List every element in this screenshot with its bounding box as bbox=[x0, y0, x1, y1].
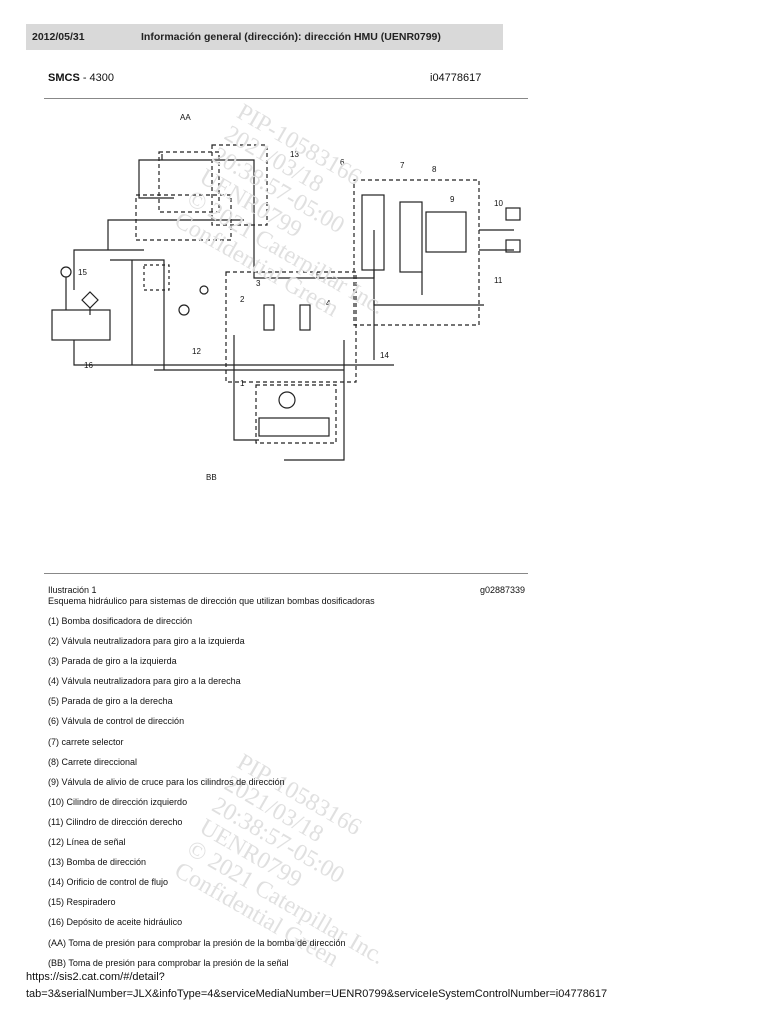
legend-item: (5) Parada de giro a la derecha bbox=[48, 696, 173, 707]
source-url-line1: https://sis2.cat.com/#/detail? bbox=[26, 971, 165, 983]
callout-9: 9 bbox=[450, 195, 455, 204]
callout-14: 14 bbox=[380, 351, 389, 360]
hydraulic-schematic: AA 13 6 7 8 9 10 11 15 16 3 5 2 4 12 14 … bbox=[51, 113, 521, 482]
smcs-value: - 4300 bbox=[79, 72, 115, 84]
pump-group-right bbox=[211, 144, 268, 226]
source-url-line2: tab=3&serialNumber=JLX&infoType=4&servic… bbox=[26, 987, 608, 1000]
legend-item: (15) Respiradero bbox=[48, 897, 116, 908]
callout-13: 13 bbox=[290, 150, 299, 159]
top-divider bbox=[44, 98, 528, 99]
source-url[interactable]: https://sis2.cat.com/#/detail? tab=3&ser… bbox=[26, 969, 726, 1002]
metering-pump-group bbox=[255, 384, 337, 444]
right-cylinder-symbol bbox=[505, 239, 521, 253]
directional-spool bbox=[399, 201, 423, 273]
legend-item: (14) Orificio de control de flujo bbox=[48, 877, 169, 888]
callout-1: 1 bbox=[240, 379, 245, 388]
diagram-callouts: AA 13 6 7 8 9 10 11 15 16 3 5 2 4 12 14 … bbox=[78, 113, 503, 482]
header-bar: 2012/05/31 Información general (direcció… bbox=[26, 24, 503, 50]
legend-item: (AA) Toma de presión para comprobar la p… bbox=[48, 937, 346, 948]
header-title: Información general (dirección): direcci… bbox=[141, 31, 441, 43]
legend-item: (11) Cilindro de dirección derecho bbox=[48, 816, 183, 827]
legend-item: (10) Cilindro de dirección izquierdo bbox=[48, 796, 188, 807]
callout-15: 15 bbox=[78, 268, 87, 277]
figure-label: Ilustración 1 bbox=[48, 585, 97, 595]
metering-pump-valve bbox=[258, 417, 330, 437]
header-date: 2012/05/31 bbox=[32, 31, 85, 43]
selector-spool bbox=[361, 194, 385, 271]
legend-item: (16) Depósito de aceite hidráulico bbox=[48, 917, 183, 928]
legend-item: (3) Parada de giro a la izquierda bbox=[48, 656, 177, 667]
legend-item: (6) Válvula de control de dirección bbox=[48, 716, 185, 727]
callout-3: 3 bbox=[256, 279, 261, 288]
callout-12: 12 bbox=[192, 347, 201, 356]
figure-divider bbox=[44, 573, 528, 574]
legend-item: (9) Válvula de alivio de cruce para los … bbox=[48, 776, 285, 787]
smcs-code: SMCS - 4300 bbox=[48, 72, 114, 84]
legend-item: (13) Bomba de dirección bbox=[48, 857, 147, 868]
legend-item: (BB) Toma de presión para comprobar la p… bbox=[48, 957, 289, 968]
figure-reference: g02887339 bbox=[480, 585, 526, 595]
legend-item: (2) Válvula neutralizadora para giro a l… bbox=[48, 636, 245, 647]
reservoir-symbol bbox=[51, 309, 111, 341]
steering-control-valve bbox=[353, 179, 480, 326]
figure-caption: Esquema hidráulico para sistemas de dire… bbox=[48, 596, 375, 606]
crossover-relief-valve bbox=[425, 211, 467, 253]
callout-7: 7 bbox=[400, 161, 405, 170]
callout-16: 16 bbox=[84, 361, 93, 370]
filter-symbol bbox=[81, 291, 99, 309]
legend-list: (1) Bomba dosificadora de dirección (2) … bbox=[48, 615, 346, 977]
callout-10: 10 bbox=[494, 199, 503, 208]
left-cylinder-symbol bbox=[505, 207, 521, 221]
breather-symbol bbox=[60, 266, 72, 278]
legend-item: (8) Carrete direccional bbox=[48, 756, 138, 767]
document-id: i04778617 bbox=[430, 72, 482, 84]
pump-group-left bbox=[158, 151, 220, 213]
callout-6: 6 bbox=[340, 158, 345, 167]
callout-8: 8 bbox=[432, 165, 437, 174]
smcs-label: SMCS bbox=[48, 72, 80, 84]
legend-item: (4) Válvula neutralizadora para giro a l… bbox=[48, 676, 241, 687]
callout-bb: BB bbox=[206, 473, 217, 482]
callout-4: 4 bbox=[326, 299, 331, 308]
legend-item: (1) Bomba dosificadora de dirección bbox=[48, 616, 193, 626]
callout-11: 11 bbox=[494, 276, 503, 285]
callout-aa: AA bbox=[180, 113, 191, 122]
callout-2: 2 bbox=[240, 295, 245, 304]
legend-item: (7) carrete selector bbox=[48, 736, 124, 747]
callout-5: 5 bbox=[316, 271, 321, 280]
legend-item: (12) Línea de señal bbox=[48, 837, 126, 848]
signal-group bbox=[225, 271, 357, 383]
